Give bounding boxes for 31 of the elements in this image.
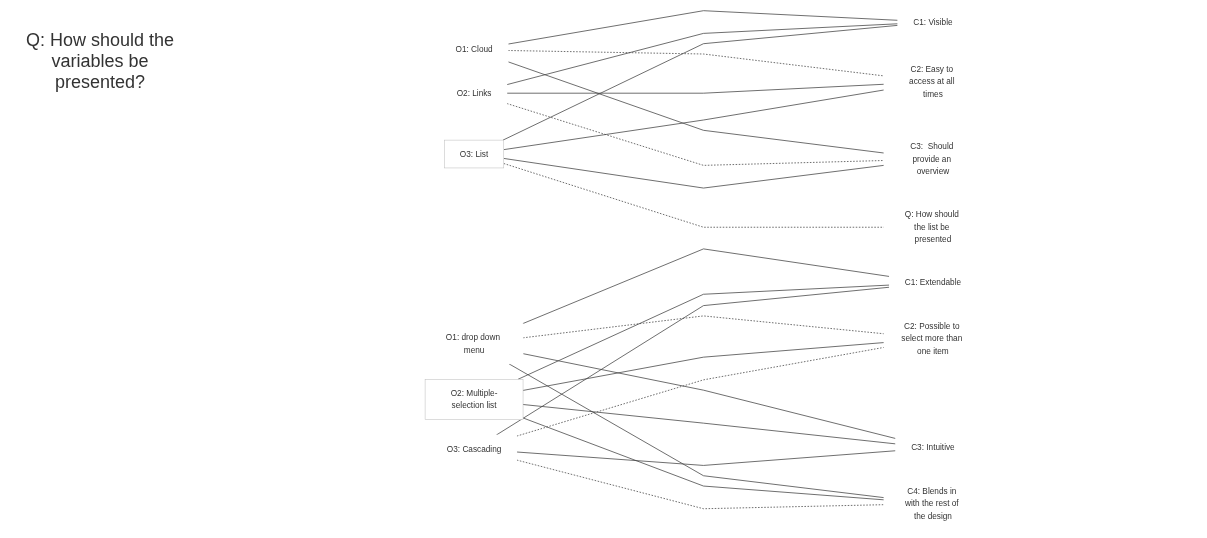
connector — [507, 10, 899, 45]
node-text: O3: Cascading — [446, 444, 502, 454]
connector — [522, 342, 885, 391]
connector — [506, 83, 885, 94]
node-text: C1: Extendable — [904, 278, 962, 288]
node-text: C3: Intuitive — [911, 443, 955, 453]
node-box: O2: Multiple-selection list — [424, 379, 524, 420]
connector — [503, 158, 885, 189]
connector — [517, 284, 890, 380]
node-text: O1: drop down menu — [445, 332, 500, 355]
node-text: O2: Links — [456, 88, 492, 98]
connector — [502, 24, 899, 141]
connector — [506, 23, 899, 85]
question-text: Q: How should the variables be presented? — [24, 30, 176, 93]
connector — [507, 61, 885, 154]
node-text: Q: How should the list be presented — [904, 210, 959, 244]
node-text: C2: Possible to select more than one item — [901, 321, 963, 356]
connector — [516, 450, 897, 466]
node-text: O1: Cloud — [455, 45, 493, 55]
node-text: C2: Easy to access at all times — [909, 64, 955, 99]
connector — [503, 89, 885, 150]
connector — [495, 286, 890, 436]
connector — [522, 417, 885, 501]
connector — [522, 404, 897, 445]
connector — [508, 363, 885, 499]
node-text: C3: Should provide an overview — [910, 142, 954, 176]
node-text: C4: Blends in with the rest of the design — [904, 486, 959, 521]
connector — [506, 103, 885, 166]
node-box: O3: List — [444, 139, 504, 169]
connector — [522, 248, 890, 325]
node-text: C1: Visible — [913, 17, 953, 27]
